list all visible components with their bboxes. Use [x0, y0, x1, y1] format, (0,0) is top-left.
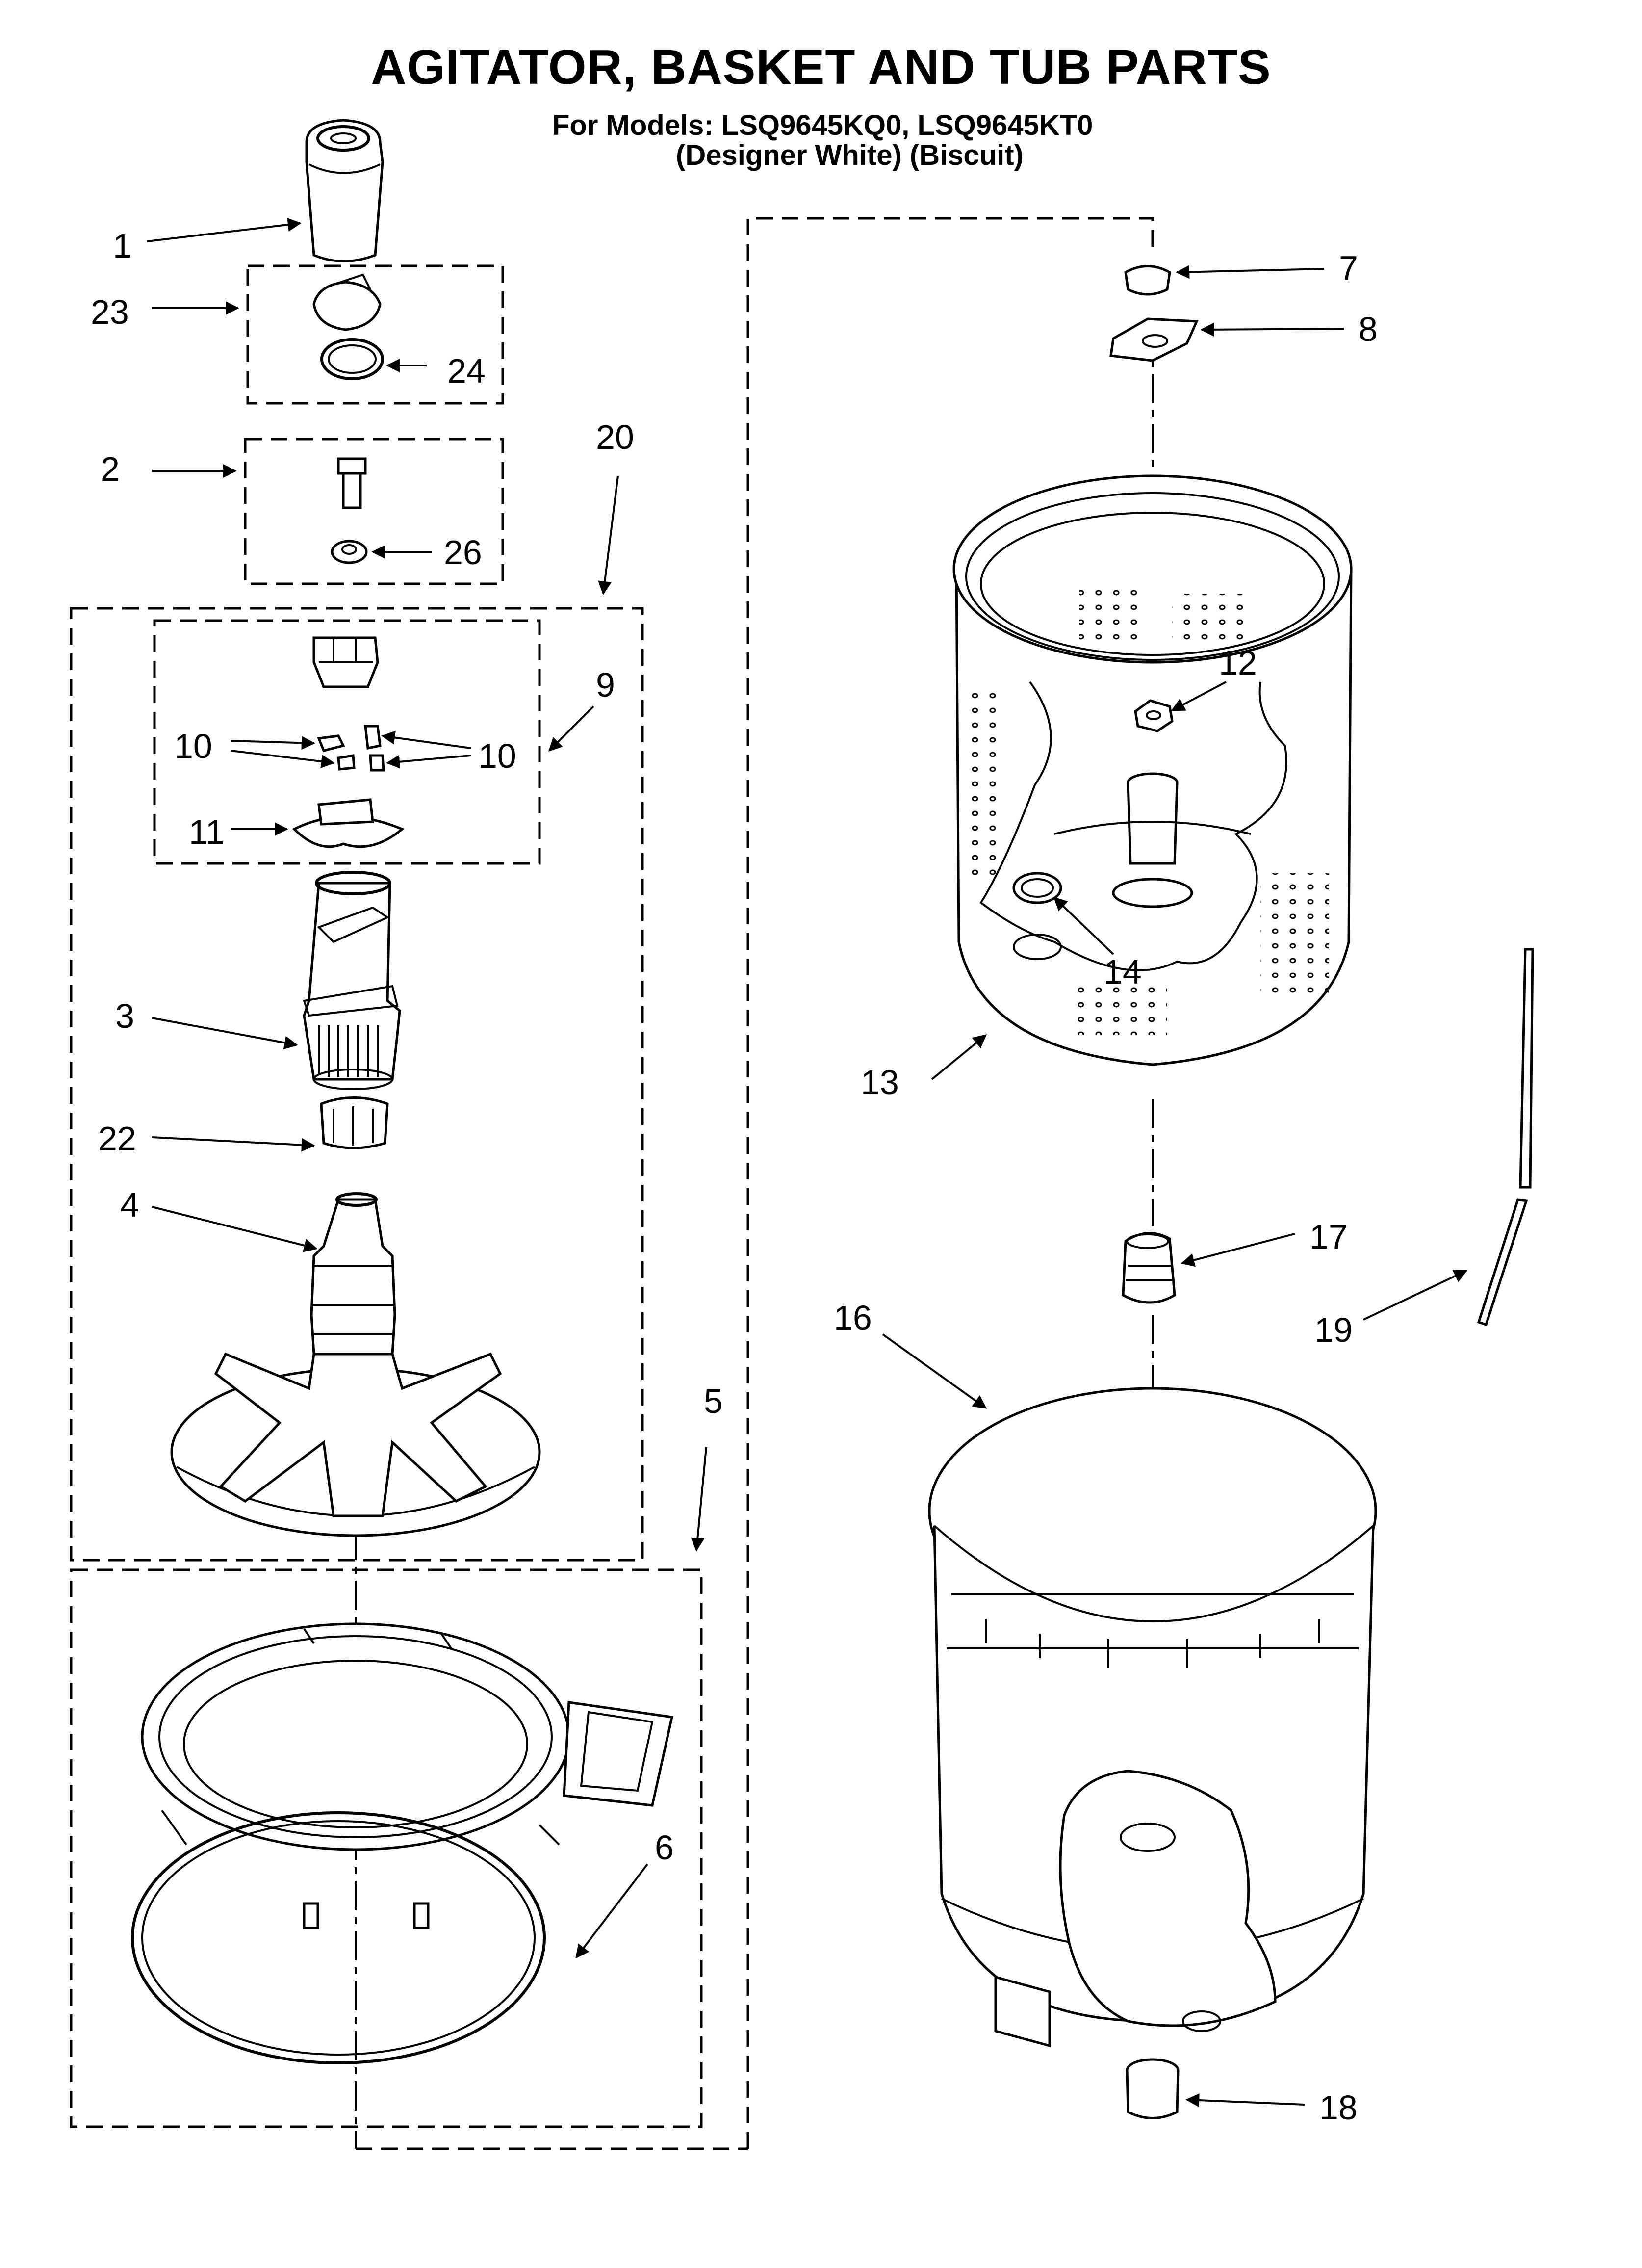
page-title: AGITATOR, BASKET AND TUB PARTS: [371, 40, 1271, 95]
part-12-nut: [1134, 699, 1174, 732]
part-16-outer-tub: [928, 1387, 1377, 2048]
part-cam-drive-block: [312, 636, 379, 688]
part-24-o-ring: [320, 338, 384, 380]
part-23-cap: [312, 273, 382, 331]
callout-6: 6: [655, 1828, 674, 1867]
callout-26: 26: [444, 533, 482, 572]
connector-line: [356, 217, 1154, 2150]
group-box-ring-seal: [70, 1568, 703, 2128]
part-13-basket: [952, 474, 1353, 1066]
group-box-bolt: [244, 438, 504, 585]
group-box-cam-kit: [153, 619, 541, 865]
part-19-hose: [1477, 948, 1534, 1327]
part-3-agitator-barrel: [303, 871, 401, 1090]
callout-2: 2: [101, 450, 120, 488]
callout-5: 5: [704, 1382, 723, 1420]
part-6-tub-ring: [131, 1811, 546, 2064]
part-7-clip: [1124, 265, 1171, 296]
callout-1: 1: [113, 227, 132, 265]
callout-16: 16: [834, 1299, 872, 1337]
callout-20: 20: [596, 418, 634, 456]
callout-10-left: 10: [174, 727, 212, 765]
callout-19: 19: [1314, 1311, 1353, 1349]
part-26-washer: [331, 540, 368, 564]
callout-7: 7: [1339, 249, 1358, 287]
callout-8: 8: [1359, 310, 1378, 348]
callout-23: 23: [91, 293, 129, 331]
part-10-dogs: [317, 725, 385, 772]
callout-17: 17: [1309, 1218, 1348, 1256]
part-4-agitator-base: [170, 1192, 541, 1537]
part-8-plate: [1109, 317, 1199, 362]
callout-3: 3: [115, 997, 134, 1035]
callout-4: 4: [120, 1186, 139, 1224]
callout-14: 14: [1103, 953, 1142, 991]
callout-22: 22: [98, 1120, 136, 1158]
callout-24: 24: [447, 352, 486, 390]
part-11-cam: [292, 798, 405, 848]
group-box-agitator-assembly: [70, 607, 644, 1562]
part-17-bearing: [1122, 1232, 1176, 1304]
part-agitator-cap: [305, 119, 384, 262]
part-22-coupling: [320, 1096, 389, 1149]
callout-labels: 1 23 24 2 26 20 9 10 10 11 3 22 4 5 6 7 …: [91, 227, 1378, 2127]
leader-arrows: [147, 218, 1468, 2108]
callout-13: 13: [861, 1063, 899, 1101]
callout-9: 9: [596, 666, 615, 704]
group-box-cap: [246, 264, 504, 405]
part-5-balance-ring: [141, 1622, 674, 1929]
callout-12: 12: [1219, 644, 1257, 682]
callout-18: 18: [1319, 2088, 1358, 2127]
callout-11: 11: [189, 813, 225, 851]
variants-line: (Designer White) (Biscuit): [676, 139, 1024, 171]
callout-10-right: 10: [478, 737, 516, 775]
part-2-bolt: [337, 457, 367, 509]
models-line: For Models: LSQ9645KQ0, LSQ9645KT0: [552, 109, 1093, 141]
part-18-fitting: [1126, 2058, 1180, 2119]
